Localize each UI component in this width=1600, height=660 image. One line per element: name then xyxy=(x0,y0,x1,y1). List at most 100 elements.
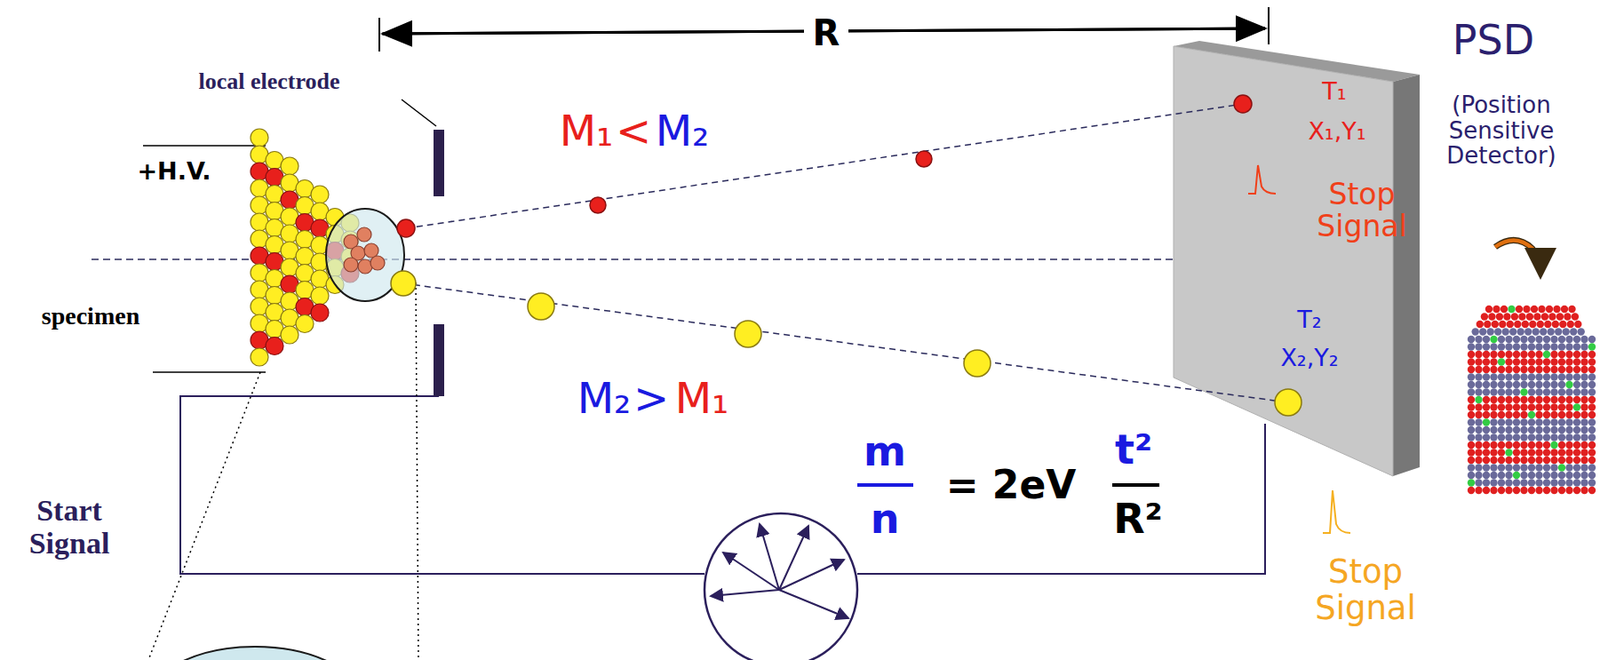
atom xyxy=(1512,350,1521,359)
atom xyxy=(1535,486,1543,494)
atom xyxy=(1474,418,1482,426)
atom xyxy=(1467,403,1475,411)
atom xyxy=(1580,388,1588,396)
voltage-label: +H.V. xyxy=(136,158,211,185)
atom xyxy=(1504,335,1513,343)
atom xyxy=(1573,471,1581,479)
atom xyxy=(1504,381,1513,389)
atom xyxy=(1474,366,1482,374)
atom xyxy=(1565,433,1573,441)
mass-label: M₁ xyxy=(675,374,730,422)
atom xyxy=(1565,471,1573,479)
atom xyxy=(1552,320,1560,328)
atom xyxy=(1504,411,1513,419)
atom xyxy=(1573,486,1581,494)
atom xyxy=(1520,448,1528,456)
atom xyxy=(1535,350,1543,359)
atom xyxy=(1474,486,1482,494)
atom xyxy=(1482,441,1490,449)
atom xyxy=(1528,403,1536,411)
atom xyxy=(1479,327,1487,335)
atom xyxy=(1520,366,1528,374)
atom xyxy=(1554,327,1562,335)
atom xyxy=(1520,403,1528,411)
atom xyxy=(1512,441,1521,449)
time-label: T₂ xyxy=(1297,306,1322,334)
atom xyxy=(1504,373,1513,381)
atom xyxy=(1497,478,1505,486)
atom xyxy=(1558,381,1566,389)
atom xyxy=(1467,381,1475,389)
atom xyxy=(1520,426,1528,434)
atom xyxy=(1474,388,1482,396)
atom xyxy=(1504,350,1513,359)
atom xyxy=(1550,448,1558,456)
atom xyxy=(1482,335,1490,343)
atom xyxy=(1520,342,1528,351)
atom xyxy=(1550,486,1558,494)
formula-term: R² xyxy=(1113,496,1163,542)
atom xyxy=(1474,381,1482,389)
atom xyxy=(1588,448,1596,456)
atom xyxy=(1520,478,1528,486)
mass-label: M₂ xyxy=(577,374,632,422)
atom xyxy=(1512,366,1521,374)
atom xyxy=(310,303,329,322)
atom xyxy=(1497,486,1505,494)
atom xyxy=(1512,456,1521,464)
atom xyxy=(1528,358,1536,366)
mass-relation: > xyxy=(633,374,669,422)
atom xyxy=(1512,335,1521,343)
atom xyxy=(1528,486,1536,494)
atom xyxy=(1565,396,1573,404)
atom xyxy=(1528,366,1536,374)
atom xyxy=(1580,441,1588,449)
atom xyxy=(1497,456,1505,464)
atom xyxy=(1489,463,1497,471)
atom xyxy=(1504,433,1513,441)
atom xyxy=(1497,403,1505,411)
atom xyxy=(1526,312,1534,320)
atom xyxy=(1558,373,1566,381)
atom xyxy=(1550,471,1558,479)
atom xyxy=(1568,305,1576,313)
atom xyxy=(1550,350,1558,359)
atom xyxy=(1528,350,1536,359)
atom xyxy=(1480,312,1489,320)
atom xyxy=(1504,342,1513,351)
atom xyxy=(1476,320,1484,328)
atom xyxy=(1482,456,1490,464)
atom xyxy=(1520,433,1528,441)
atom xyxy=(1513,320,1521,328)
atom xyxy=(1474,433,1482,441)
atom xyxy=(1567,320,1575,328)
atom xyxy=(1512,471,1521,479)
atom xyxy=(1489,358,1497,366)
atom xyxy=(1588,463,1596,471)
atom xyxy=(1504,478,1513,486)
atom xyxy=(1482,426,1490,434)
atom xyxy=(1512,433,1521,441)
atom xyxy=(1550,411,1558,419)
atom xyxy=(1588,433,1596,441)
atom xyxy=(1474,441,1482,449)
atom xyxy=(1474,426,1482,434)
atom xyxy=(1573,426,1581,434)
atom xyxy=(1573,448,1581,456)
atom xyxy=(1474,342,1482,351)
atom xyxy=(1528,396,1536,404)
atom xyxy=(1512,448,1521,456)
atom xyxy=(1467,335,1475,343)
atom xyxy=(1504,418,1513,426)
atom xyxy=(1467,342,1475,351)
atom xyxy=(1565,456,1573,464)
formula-term: t² xyxy=(1114,427,1153,473)
atom xyxy=(1489,335,1497,343)
atom xyxy=(1502,327,1510,335)
atom xyxy=(1580,418,1588,426)
atom xyxy=(1588,381,1596,389)
atom xyxy=(1588,456,1596,464)
atom xyxy=(1558,418,1566,426)
atom xyxy=(1515,305,1523,313)
atom xyxy=(1580,448,1588,456)
